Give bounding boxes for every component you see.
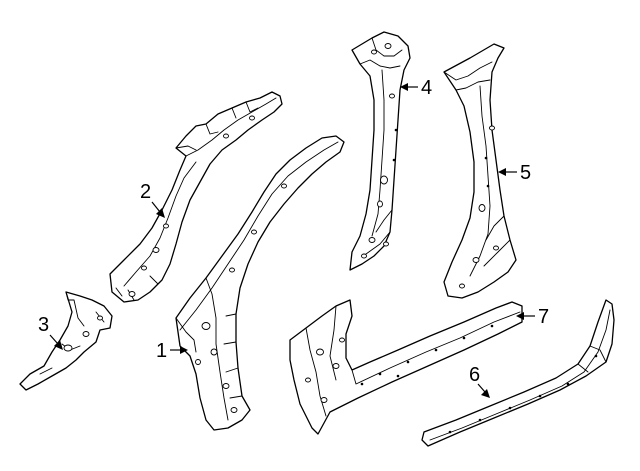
leader-line-2 (151, 201, 161, 213)
callout-number-2: 2 (140, 181, 151, 203)
part-3 (19, 291, 113, 391)
callout-6: 6 (469, 364, 490, 398)
arrowhead-2 (156, 208, 165, 218)
leader-line-3 (49, 334, 59, 345)
callout-number-1: 1 (156, 340, 167, 362)
arrowhead-6 (481, 389, 490, 398)
callout-3: 3 (38, 314, 63, 350)
arrowhead-7 (516, 312, 524, 320)
callout-7: 7 (516, 306, 549, 328)
arrowhead-1 (180, 346, 188, 354)
callout-number-3: 3 (38, 314, 49, 336)
arrowhead-3 (54, 340, 63, 350)
part-2 (109, 91, 283, 303)
callout-number-5: 5 (520, 162, 531, 184)
part-1 (175, 135, 345, 431)
part-5 (443, 43, 517, 299)
leader-line-6 (477, 383, 486, 393)
arrowhead-4 (400, 83, 408, 91)
callout-2: 2 (140, 181, 165, 218)
callout-4: 4 (400, 77, 432, 99)
callout-1: 1 (156, 340, 188, 362)
callout-number-4: 4 (421, 77, 432, 99)
part-7 (289, 299, 523, 435)
callout-number-7: 7 (538, 306, 549, 328)
callout-5: 5 (498, 162, 531, 184)
part-4 (349, 31, 411, 271)
part-6 (421, 299, 615, 447)
arrowhead-5 (498, 168, 506, 176)
callout-number-6: 6 (469, 364, 480, 386)
